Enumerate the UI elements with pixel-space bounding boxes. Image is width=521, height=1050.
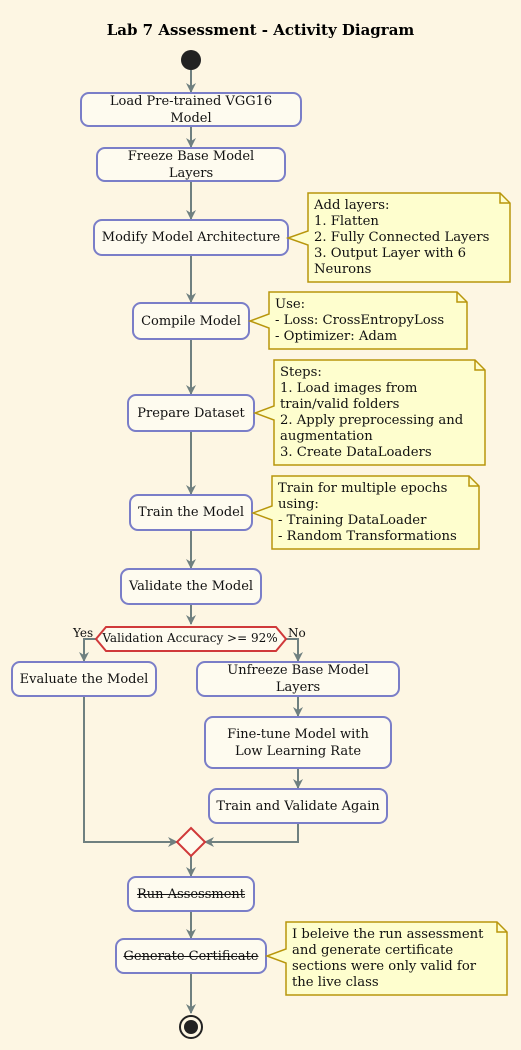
note-line: 1. Flatten [314, 214, 379, 229]
note-line: augmentation [280, 429, 373, 444]
start-node [181, 50, 201, 70]
note-line: Use: [275, 297, 306, 312]
edge-trainagain-merge [204, 824, 299, 847]
note-line: 3. Output Layer with 6 [314, 246, 467, 261]
note-line: train/valid folders [280, 397, 400, 412]
note-line: Steps: [280, 365, 322, 380]
note-line: 2. Fully Connected Layers [314, 230, 490, 245]
decision-yes-label: Yes [73, 626, 94, 640]
edge-evaluate-merge [83, 697, 178, 847]
note-line: Neurons [314, 262, 372, 277]
note-line: the live class [292, 975, 379, 990]
note-line: I beleive the run assessment [292, 927, 484, 942]
note-line: 3. Create DataLoaders [280, 445, 432, 460]
note-line: Train for multiple epochs [278, 481, 448, 496]
note-line: sections were only valid for [292, 959, 477, 974]
activity-modify-architecture: Modify Model Architecture [93, 219, 289, 256]
note-line: - Optimizer: Adam [275, 329, 398, 344]
edge-decision-yes [79, 638, 96, 662]
note-line: 2. Apply preprocessing and [280, 413, 464, 428]
activity-run-assessment: Run Assessment [127, 876, 255, 912]
activity-train-model: Train the Model [129, 494, 253, 531]
edge-decision-no [286, 638, 303, 662]
note-line: using: [278, 497, 319, 512]
note-line: 1. Load images from [280, 381, 418, 396]
diagram-title: Lab 7 Assessment - Activity Diagram [106, 21, 415, 39]
activity-freeze-layers: Freeze Base Model Layers [96, 147, 286, 182]
note-train-model: Train for multiple epochs using: - Train… [250, 475, 480, 550]
merge-node [175, 826, 207, 858]
note-compile-model: Use: - Loss: CrossEntropyLoss - Optimize… [247, 291, 468, 350]
decision-node [94, 626, 288, 652]
activity-load-model: Load Pre-trained VGG16 Model [80, 92, 302, 127]
decision-condition: Validation Accuracy >= 92% [102, 631, 278, 645]
note-line: - Random Transformations [278, 529, 457, 544]
note-modify-architecture: Add layers: 1. Flatten 2. Fully Connecte… [285, 192, 511, 283]
activity-compile-model: Compile Model [132, 302, 250, 340]
note-line: - Loss: CrossEntropyLoss [275, 313, 445, 328]
activity-evaluate-model: Evaluate the Model [11, 661, 157, 697]
decision-no-label: No [288, 626, 306, 640]
note-line: - Training DataLoader [278, 513, 427, 528]
note-generate-certificate: I beleive the run assessment and generat… [264, 921, 508, 996]
end-node [179, 1015, 203, 1039]
note-prepare-dataset: Steps: 1. Load images from train/valid f… [252, 359, 486, 466]
note-line: and generate certificate [292, 943, 454, 958]
activity-unfreeze-layers: Unfreeze Base Model Layers [196, 661, 400, 697]
activity-validate-model: Validate the Model [120, 568, 262, 605]
activity-prepare-dataset: Prepare Dataset [127, 394, 255, 432]
activity-generate-certificate: Generate Certificate [115, 938, 267, 974]
activity-finetune: Fine-tune Model with Low Learning Rate [204, 716, 392, 769]
note-line: Add layers: [314, 198, 390, 213]
activity-train-again: Train and Validate Again [208, 788, 388, 824]
